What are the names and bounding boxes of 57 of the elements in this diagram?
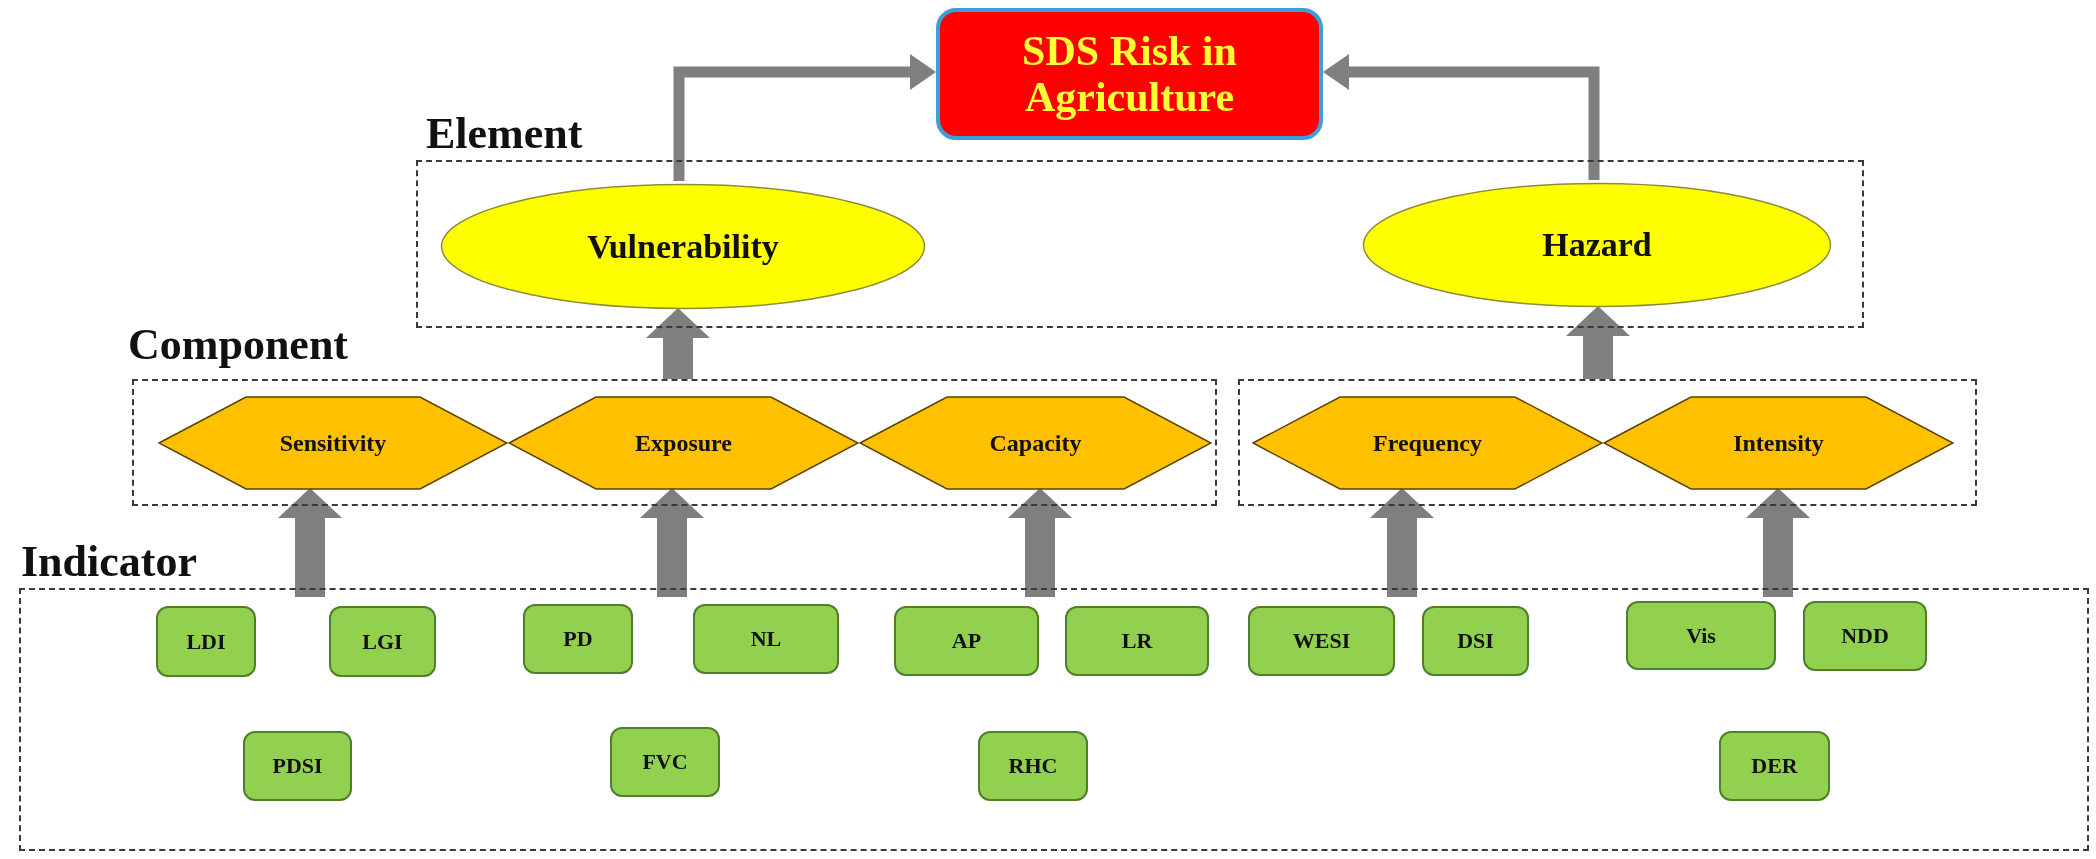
block-arrow — [278, 488, 342, 597]
component-hexagon — [1252, 396, 1603, 490]
indicator-box — [243, 731, 352, 801]
component-hexagon — [158, 396, 508, 490]
indicator-box — [1803, 601, 1927, 671]
element-ellipse — [440, 183, 926, 310]
indicator-box — [1719, 731, 1830, 801]
indicator-label: WESI — [1292, 628, 1351, 654]
element-ellipse — [1362, 182, 1832, 308]
dashed-group-frame — [1238, 379, 1977, 506]
indicator-box — [894, 606, 1039, 676]
indicator-box — [156, 606, 256, 677]
indicator-label: DSI — [1457, 628, 1494, 654]
indicator-box — [1626, 601, 1776, 670]
block-arrow — [646, 308, 710, 379]
indicator-box — [610, 727, 720, 797]
indicator-label: NL — [750, 626, 782, 652]
element-label: Hazard — [1542, 226, 1652, 264]
indicator-box — [693, 604, 839, 674]
indicator-box — [1248, 606, 1395, 676]
block-arrow — [640, 488, 704, 597]
goal-label: SDS Risk in Agriculture — [1021, 27, 1238, 121]
level-heading: Element — [426, 112, 583, 156]
indicator-label: FVC — [642, 749, 688, 775]
element-label: Vulnerability — [587, 227, 779, 266]
indicator-box — [978, 731, 1088, 801]
indicator-label: DER — [1751, 753, 1798, 779]
component-hexagon — [859, 396, 1212, 490]
component-label: Intensity — [1733, 429, 1824, 457]
indicator-label: PDSI — [272, 753, 323, 779]
indicator-label: LR — [1121, 628, 1153, 654]
connector-arrow — [1323, 54, 1600, 180]
indicator-box — [1065, 606, 1209, 676]
block-arrow — [1566, 306, 1630, 379]
level-heading: Indicator — [21, 540, 197, 584]
indicator-box — [329, 606, 436, 677]
component-label: Frequency — [1373, 429, 1482, 457]
level-heading: Component — [128, 323, 349, 367]
block-arrow — [1370, 488, 1434, 597]
component-hexagon — [1603, 396, 1954, 490]
indicator-label: LDI — [186, 628, 226, 655]
component-hexagon — [508, 396, 859, 490]
goal-box — [936, 8, 1323, 140]
block-arrow — [1746, 488, 1810, 597]
indicator-label: NDD — [1841, 623, 1889, 649]
component-label: Capacity — [989, 429, 1082, 457]
indicator-label: Vis — [1686, 622, 1716, 649]
indicator-label: PD — [563, 626, 593, 652]
component-label: Exposure — [635, 429, 732, 457]
indicator-box — [523, 604, 633, 674]
connector-arrow — [673, 54, 936, 181]
block-arrow — [1008, 488, 1072, 597]
component-label: Sensitivity — [279, 429, 387, 457]
indicator-label: RHC — [1008, 753, 1058, 779]
indicator-label: AP — [951, 628, 982, 654]
indicator-box — [1422, 606, 1529, 676]
indicator-label: LGI — [362, 628, 403, 655]
